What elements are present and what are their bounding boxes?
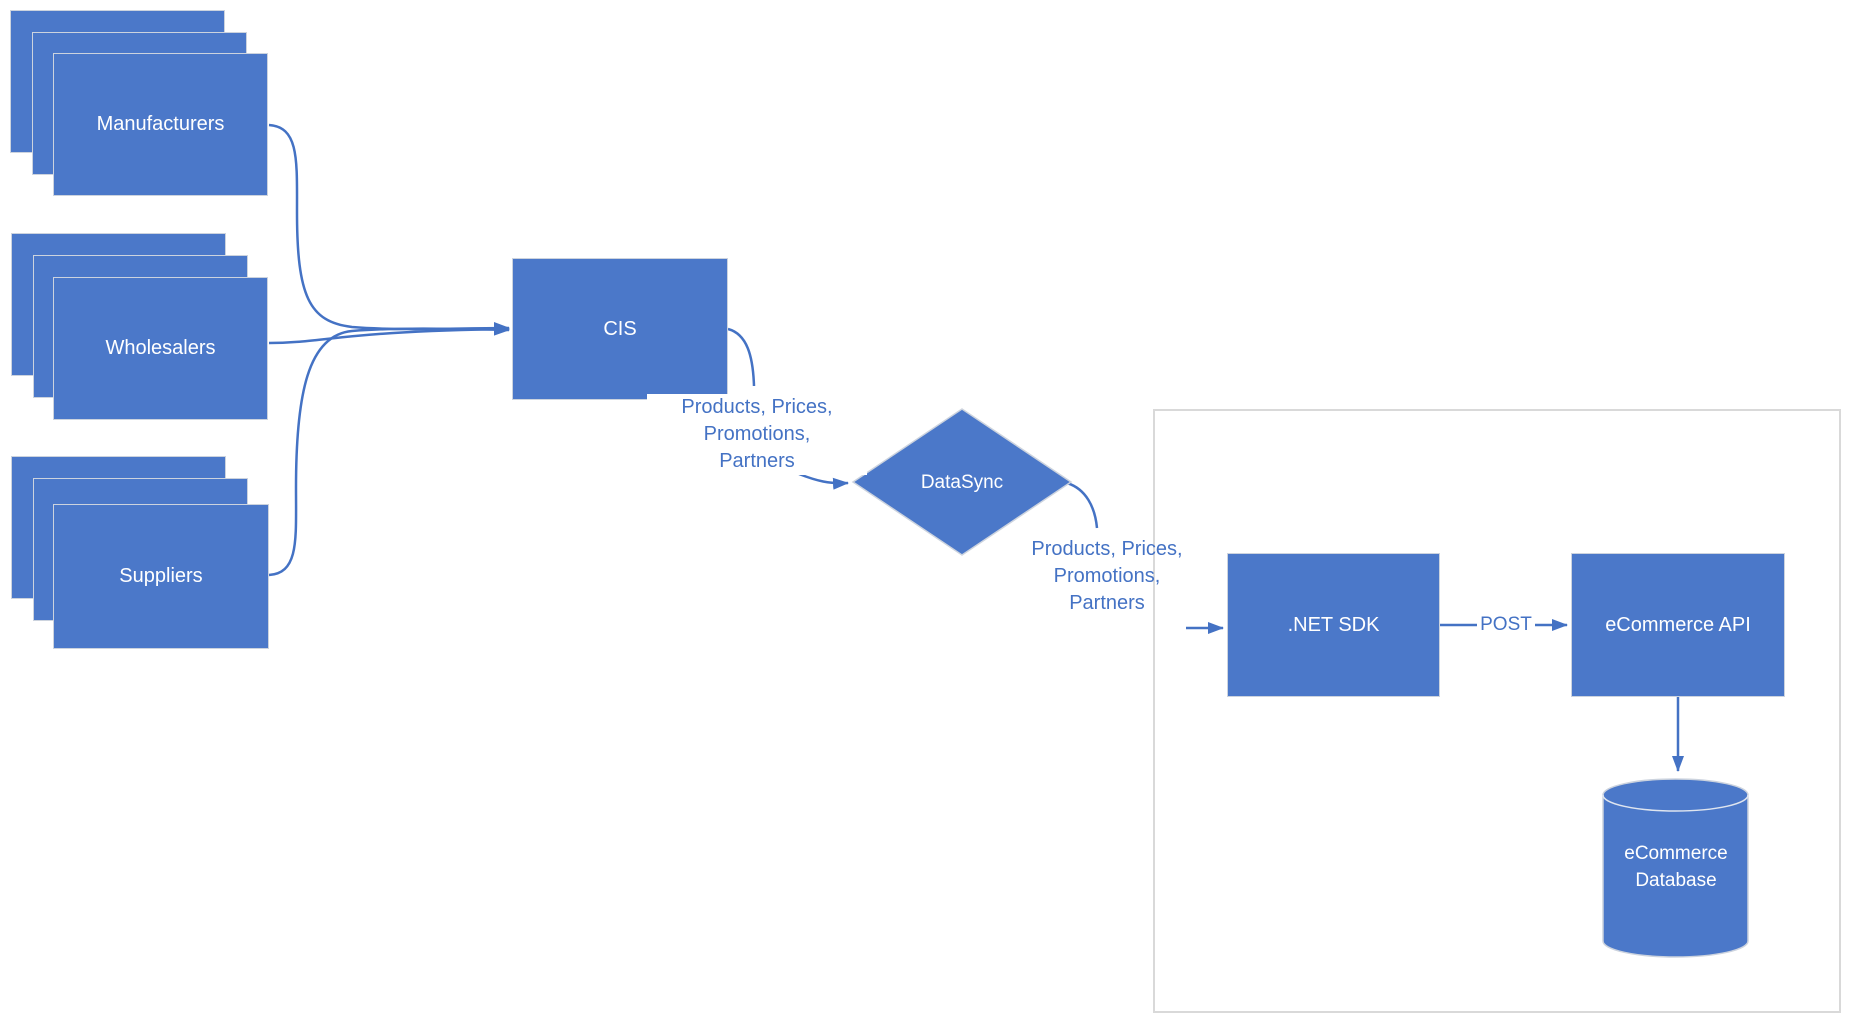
- database-cylinder: [1602, 778, 1749, 958]
- connector-manufacturers-to-cis: [268, 123, 510, 335]
- payload2-line2: Promotions,: [1053, 565, 1161, 587]
- manufacturers-label: Manufacturers: [96, 113, 225, 135]
- payload-label-2: Products, Prices, Promotions, Partners: [997, 536, 1217, 617]
- suppliers-label: Suppliers: [119, 565, 203, 587]
- datasync-diamond: [851, 408, 1073, 556]
- dotnet-sdk-node: .NET SDK: [1227, 553, 1440, 697]
- payload1-line2: Promotions,: [703, 423, 811, 445]
- ecommerce-api-label: eCommerce API: [1605, 613, 1751, 636]
- ecommerce-api-node: eCommerce API: [1571, 553, 1785, 697]
- datasync-label: DataSync: [920, 472, 1004, 493]
- connector-datasync-to-payload: [1066, 481, 1099, 529]
- suppliers-node: Suppliers: [53, 504, 269, 649]
- connector-cis-to-payload: [727, 327, 756, 387]
- manufacturers-node: Manufacturers: [53, 53, 268, 196]
- cis-label: CIS: [603, 317, 637, 340]
- payload2-line3: Partners: [1069, 592, 1145, 614]
- wholesalers-node: Wholesalers: [53, 277, 268, 420]
- database-cylinder-seam: [1602, 794, 1749, 812]
- post-label: POST: [1477, 613, 1535, 637]
- payload1-line1: Products, Prices,: [681, 396, 833, 418]
- dotnet-sdk-label: .NET SDK: [1287, 613, 1380, 636]
- connector-suppliers-to-cis: [268, 323, 510, 577]
- connector-payload-to-datasync: [798, 472, 849, 490]
- database-label-line2: Database: [1635, 870, 1717, 891]
- payload2-line1: Products, Prices,: [1031, 538, 1183, 560]
- cis-node: CIS: [512, 258, 728, 400]
- database-label-line1: eCommerce: [1624, 843, 1728, 864]
- payload1-line3: Partners: [719, 450, 795, 472]
- payload-label-1: Products, Prices, Promotions, Partners: [647, 394, 867, 475]
- connector-wholesalers-to-cis: [268, 323, 510, 345]
- wholesalers-label: Wholesalers: [105, 337, 216, 359]
- database-label: eCommerce Database: [1605, 840, 1747, 894]
